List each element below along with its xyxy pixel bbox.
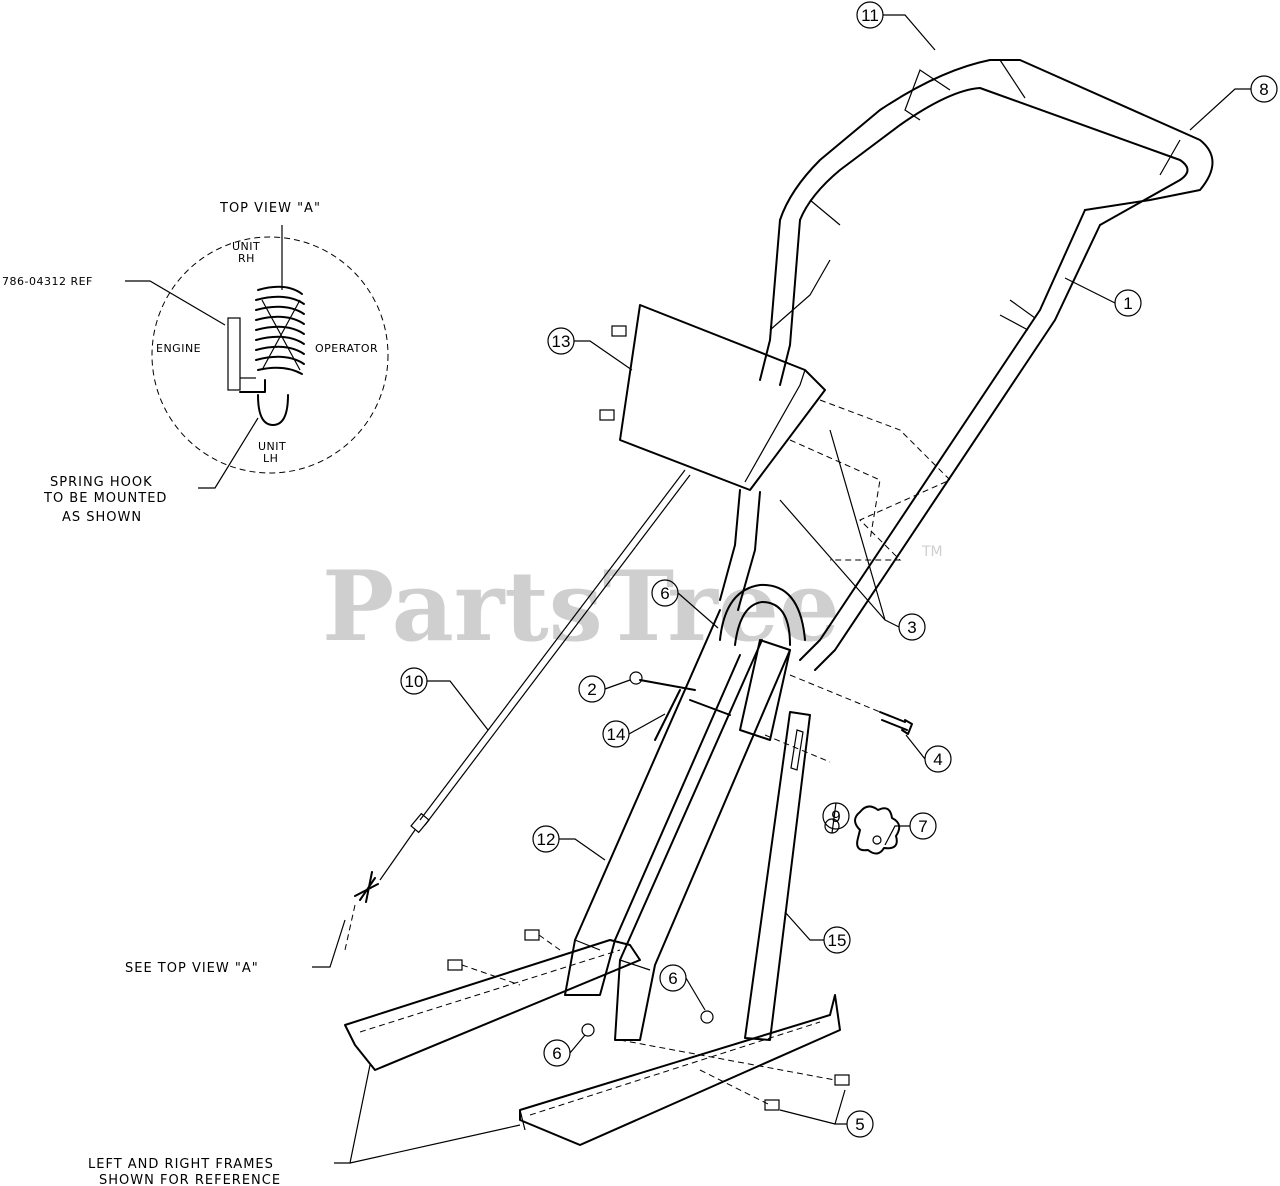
svg-text:7: 7 — [918, 817, 927, 836]
svg-text:6: 6 — [660, 584, 669, 603]
callout-14: 14 — [602, 713, 666, 748]
ref-part-label: 786-04312 REF — [2, 275, 93, 288]
callout-12: 12 — [532, 825, 606, 861]
callout-8: 8 — [1189, 75, 1278, 131]
spring-hook-note-line1: SPRING HOOK — [50, 475, 153, 490]
frames-note-line1: LEFT AND RIGHT FRAMES — [88, 1157, 274, 1172]
lower-handle-tubes — [564, 609, 913, 1041]
svg-text:1: 1 — [1123, 294, 1132, 313]
callout-7: 7 — [884, 812, 937, 846]
callout-2: 2 — [578, 675, 631, 703]
spring-hook-note-line3: AS SHOWN — [62, 510, 142, 525]
svg-text:5: 5 — [855, 1115, 864, 1134]
control-bracket — [599, 304, 826, 491]
callout-4: 4 — [905, 734, 952, 773]
detail-circle — [151, 236, 389, 474]
svg-text:15: 15 — [828, 931, 847, 950]
callout-6a: 6 — [651, 579, 719, 629]
top-view-title: TOP VIEW "A" — [219, 201, 321, 216]
watermark-trademark: TM — [921, 544, 943, 560]
frames-note-line2: SHOWN FOR REFERENCE — [99, 1173, 281, 1186]
svg-text:2: 2 — [587, 680, 596, 699]
spring-hook-note-line2: TO BE MOUNTED — [43, 491, 167, 506]
svg-text:13: 13 — [552, 332, 571, 351]
callout-9: 9 — [822, 802, 850, 834]
callout-5: 5 — [779, 1089, 874, 1138]
svg-text:14: 14 — [607, 725, 626, 744]
operator-label: OPERATOR — [315, 342, 378, 355]
svg-text:11: 11 — [861, 6, 879, 25]
callout-3: 3 — [779, 429, 926, 641]
unit-rh-line1: UNIT — [232, 240, 260, 253]
svg-text:12: 12 — [537, 830, 556, 849]
callout-13: 13 — [547, 327, 633, 371]
spring-detail-icon — [227, 285, 305, 426]
reference-frames — [344, 929, 850, 1146]
upper-handle-assembly — [719, 59, 1214, 671]
svg-text:10: 10 — [405, 672, 424, 691]
callout-11: 11 — [856, 1, 936, 51]
callout-10: 10 — [400, 667, 489, 731]
unit-lh-line2: LH — [263, 452, 278, 465]
unit-rh-line2: RH — [238, 252, 255, 265]
svg-text:4: 4 — [933, 750, 942, 769]
svg-text:9: 9 — [831, 807, 840, 826]
control-cable — [344, 469, 691, 951]
callout-15: 15 — [784, 911, 851, 954]
callout-6b: 6 — [543, 1034, 586, 1067]
svg-text:6: 6 — [668, 969, 677, 988]
callout-1: 1 — [1064, 277, 1142, 317]
svg-text:3: 3 — [907, 618, 916, 637]
svg-text:6: 6 — [552, 1044, 561, 1063]
engine-label: ENGINE — [156, 342, 201, 355]
svg-text:8: 8 — [1259, 80, 1268, 99]
see-top-view-note: SEE TOP VIEW "A" — [125, 961, 259, 976]
callout-6c: 6 — [659, 964, 706, 1011]
unit-lh-line1: UNIT — [258, 440, 286, 453]
top-view-detail: TOP VIEW "A" UNIT RH ENGINE OPERATOR UNI… — [2, 201, 389, 474]
